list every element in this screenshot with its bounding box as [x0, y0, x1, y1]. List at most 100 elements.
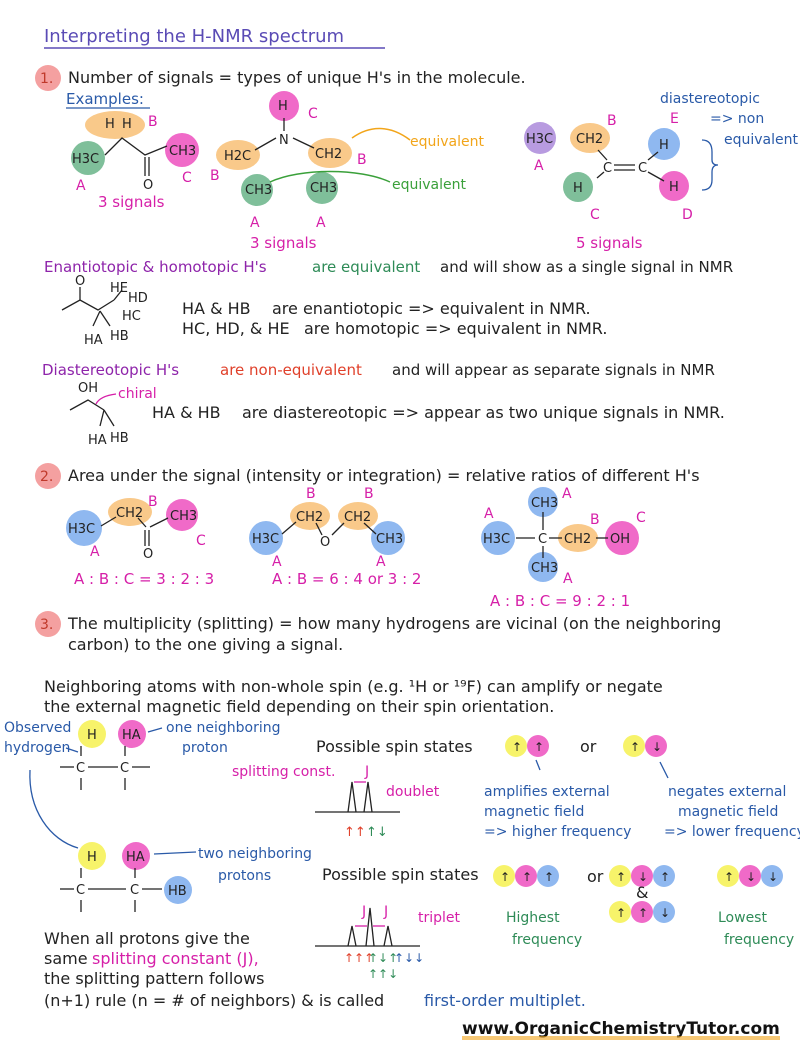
- section-2-molecule-1: H3C CH2 CH3 O B A C A : B : C = 3 : 2 : …: [66, 494, 214, 588]
- section-2-molecule-2: H3C CH2 CH2 O CH3 B B A A A : B = 6 : 4 …: [249, 486, 421, 588]
- h3c-label: H3C: [68, 522, 95, 537]
- or-label-2: or: [587, 867, 604, 886]
- negates-1: negates external: [668, 784, 786, 800]
- label-e: E: [670, 111, 679, 127]
- spin-p-1: [515, 865, 537, 887]
- spin-b-1: [537, 865, 559, 887]
- highlight-b: [85, 111, 145, 139]
- spin-pink-2: [645, 735, 667, 757]
- equivalent-label-orange: equivalent: [410, 134, 485, 150]
- s3: ↑: [544, 870, 554, 884]
- mixed-arrows-1: ↑↓↑: [368, 951, 398, 965]
- h-d: HD: [128, 291, 148, 306]
- h-d: H: [669, 180, 679, 195]
- step-3-number: 3.: [40, 617, 53, 633]
- are-non-equivalent: are non-equivalent: [220, 361, 362, 379]
- bond-hb: [103, 409, 115, 427]
- equivalent-note: equivalent: [724, 132, 799, 148]
- nh-h: H: [278, 99, 288, 114]
- highlight-b-left: [216, 140, 260, 170]
- example-3-alkene: H3C CH2 H H H C C A B C D E diastereotop…: [524, 91, 799, 252]
- step-2-badge: [35, 463, 61, 489]
- doublet-spectrum: Possible spin states splitting const. J …: [232, 737, 473, 840]
- spin-b-2: [653, 865, 675, 887]
- example-1-butanone: H H H3C CH3 O B A C 3 signals: [71, 111, 199, 211]
- label-b-right: B: [357, 152, 367, 168]
- section-2-heading: Area under the signal (intensity or inte…: [68, 466, 700, 485]
- h-e: H: [659, 138, 669, 153]
- carbon-1: C: [76, 761, 85, 776]
- diastereotopic-note: diastereotopic: [660, 91, 760, 107]
- observed-curve-arrow: [29, 769, 79, 849]
- examples-label: Examples:: [66, 90, 144, 108]
- highlight-b-left: [290, 502, 330, 530]
- protons-label: protons: [218, 868, 271, 884]
- label-a: A: [90, 544, 100, 560]
- homotopic-statement: are homotopic => equivalent in NMR.: [304, 319, 607, 338]
- ch2-right: CH2: [344, 510, 371, 525]
- highlight-b-right: [338, 502, 378, 530]
- label-c: C: [182, 170, 192, 186]
- j-label-1: J: [361, 904, 366, 920]
- up-down-arrows: ↑↓: [366, 825, 388, 840]
- oxygen: O: [75, 274, 85, 289]
- highlight-b-right: [308, 138, 352, 168]
- ha-hb-label: HA & HB: [152, 403, 221, 422]
- when-line-4a: (n+1) rule (n = # of neighbors) & is cal…: [44, 991, 384, 1010]
- bond-ha: [92, 310, 101, 327]
- ch3-top: CH3: [531, 496, 558, 511]
- ch2-label: CH2: [564, 532, 591, 547]
- bond-1: [100, 516, 117, 527]
- highest-1: Highest: [506, 910, 560, 926]
- ch3-label: CH3: [169, 144, 196, 159]
- h-b: HB: [110, 431, 129, 446]
- neighbor-arrow: [147, 727, 163, 733]
- h-e: HE: [110, 281, 128, 296]
- bond-1: [281, 521, 297, 535]
- label-a-left: A: [484, 506, 494, 522]
- equivalent-arrow-orange: [351, 127, 411, 141]
- peak-2: [365, 907, 375, 947]
- bond-1: [597, 149, 608, 161]
- label-a-top: A: [562, 486, 572, 502]
- label-a-right: A: [376, 554, 386, 570]
- label-b: B: [607, 113, 617, 129]
- two-neighbor-label: two neighboring: [198, 846, 312, 862]
- skeleton-bonds: [104, 137, 168, 156]
- label-b: B: [148, 114, 158, 130]
- neighbor-hb: HB: [168, 884, 187, 899]
- highlight-c: [563, 172, 593, 202]
- label-d: D: [682, 207, 693, 223]
- h3c-label: H3C: [252, 532, 279, 547]
- equivalent-arrow-green: [269, 170, 391, 183]
- highlight-observed-h: [78, 842, 106, 870]
- bond-3: [331, 522, 345, 536]
- signal-count: 3 signals: [250, 234, 317, 252]
- hydrogen-label: hydrogen: [4, 740, 70, 756]
- spin-y-2: [609, 865, 631, 887]
- signal-count: 5 signals: [576, 234, 643, 252]
- doublet-structure: Observed hydrogen H HA C C one neighbori…: [4, 720, 281, 790]
- highlight-a: [524, 122, 556, 154]
- spin-yellow-1: [505, 735, 527, 757]
- s4: ↑: [616, 870, 626, 884]
- highlight-b: [558, 524, 598, 552]
- label-a: A: [76, 178, 86, 194]
- diastereotopic-heading: Diastereotopic H's: [42, 361, 179, 379]
- up-up-arrows: ↑↑: [344, 825, 366, 840]
- observed-label: Observed: [4, 720, 71, 736]
- step-2-number: 2.: [40, 469, 53, 485]
- s8: ↑: [638, 906, 648, 920]
- highlight-c: [605, 521, 639, 555]
- up-up-up-arrows: ↑↑↑: [344, 951, 374, 965]
- possible-spin-states-2: Possible spin states: [322, 865, 479, 884]
- peak-1: [347, 925, 357, 947]
- highlight-b: [570, 123, 610, 153]
- bond-ha: [99, 409, 105, 427]
- first-order-note: When all protons give the same splitting…: [44, 929, 586, 1010]
- oxygen-label: O: [143, 178, 153, 193]
- lowest-2: frequency: [724, 932, 794, 948]
- amplifies-3: => higher frequency: [484, 824, 631, 840]
- spin-up-3: ↑: [630, 740, 640, 754]
- bond-hb: [99, 310, 111, 327]
